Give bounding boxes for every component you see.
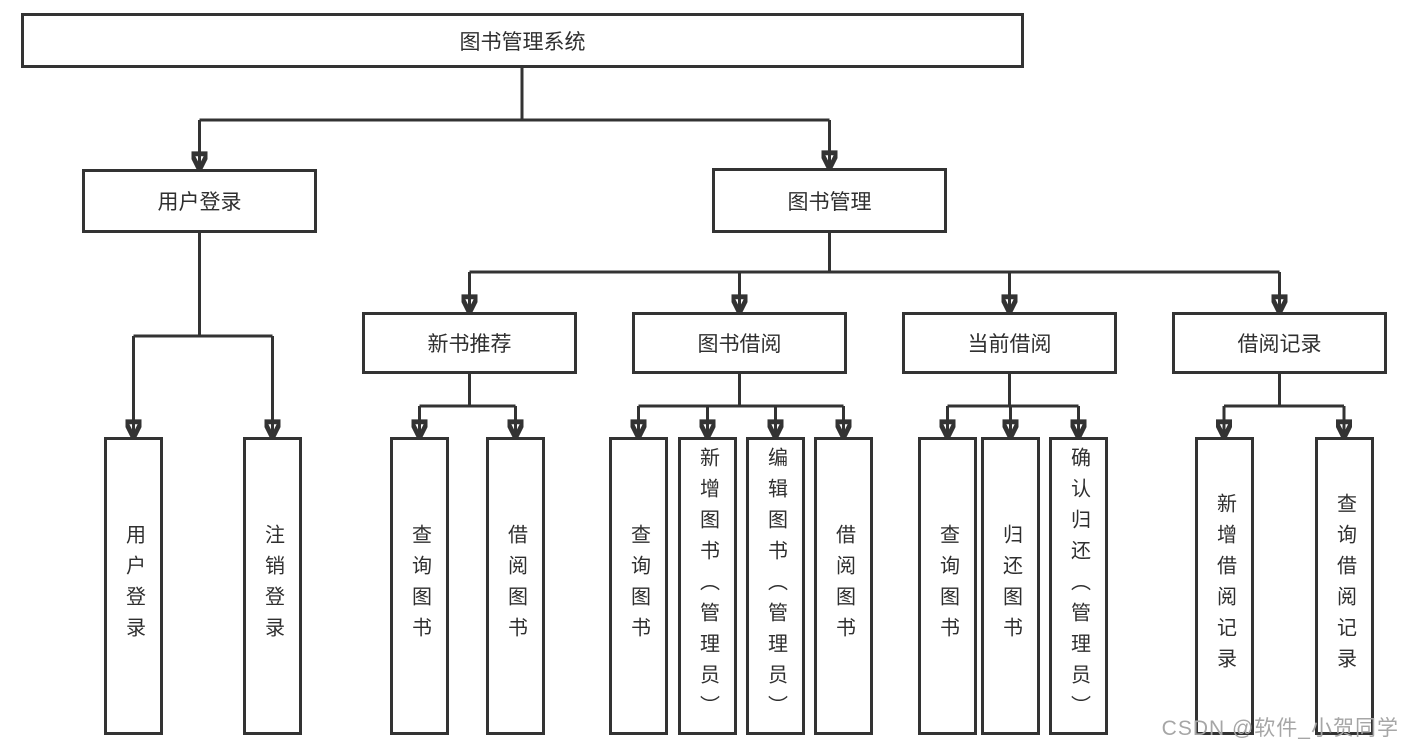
leaf-query-books-2-label: 查询图书 <box>627 524 650 648</box>
node-borrow-records: 借阅记录 <box>1172 312 1387 374</box>
leaf-query-books-3: 查询图书 <box>918 437 977 735</box>
leaf-borrow-books-2-label: 借阅图书 <box>832 524 855 648</box>
node-borrow-records-label: 借阅记录 <box>1237 333 1322 356</box>
node-book-borrow-label: 图书借阅 <box>697 333 782 356</box>
leaf-return-book-label: 归还图书 <box>999 524 1022 648</box>
leaf-borrow-books-2: 借阅图书 <box>814 437 873 735</box>
edge-book-management-trunk <box>469 233 1280 274</box>
leaf-query-books-3-label: 查询图书 <box>936 524 959 648</box>
node-new-book-recommend-label: 新书推荐 <box>427 333 512 356</box>
leaf-edit-book-admin-label: 编辑图书（管理员） <box>764 446 787 726</box>
leaf-borrow-books-1: 借阅图书 <box>486 437 545 735</box>
edge-user-login-trunk <box>133 233 273 338</box>
edge-new-book-trunk <box>419 374 516 408</box>
edge-current-borrow-trunk <box>947 374 1079 408</box>
leaf-query-books-1: 查询图书 <box>390 437 449 735</box>
node-book-borrow: 图书借阅 <box>632 312 847 374</box>
leaf-logout-label: 注销登录 <box>261 524 284 648</box>
leaf-logout: 注销登录 <box>243 437 302 735</box>
leaf-user-login: 用户登录 <box>104 437 163 735</box>
node-book-management: 图书管理 <box>712 168 947 233</box>
node-current-borrow-label: 当前借阅 <box>967 333 1052 356</box>
leaf-add-book-admin-label: 新增图书（管理员） <box>696 446 719 726</box>
leaf-query-borrow-record-label: 查询借阅记录 <box>1333 493 1356 679</box>
node-root-label: 图书管理系统 <box>459 30 586 54</box>
leaf-query-books-1-label: 查询图书 <box>408 524 431 648</box>
node-user-login: 用户登录 <box>82 169 317 233</box>
leaf-add-borrow-record-label: 新增借阅记录 <box>1213 493 1236 679</box>
leaf-user-login-label: 用户登录 <box>122 524 145 648</box>
leaf-confirm-return-admin-label: 确认归还（管理员） <box>1067 446 1090 726</box>
leaf-add-borrow-record: 新增借阅记录 <box>1195 437 1254 735</box>
node-book-management-label: 图书管理 <box>787 190 872 214</box>
node-root-system: 图书管理系统 <box>21 13 1024 68</box>
leaf-edit-book-admin: 编辑图书（管理员） <box>746 437 805 735</box>
edge-root-trunk <box>199 68 830 122</box>
leaf-borrow-books-1-label: 借阅图书 <box>504 524 527 648</box>
leaf-confirm-return-admin: 确认归还（管理员） <box>1049 437 1108 735</box>
leaf-query-books-2: 查询图书 <box>609 437 668 735</box>
node-current-borrow: 当前借阅 <box>902 312 1117 374</box>
node-new-book-recommend: 新书推荐 <box>362 312 577 374</box>
leaf-add-book-admin: 新增图书（管理员） <box>678 437 737 735</box>
csdn-watermark: CSDN @软件_小贺同学 <box>1161 717 1399 740</box>
edge-book-borrow-trunk <box>638 374 844 408</box>
leaf-query-borrow-record: 查询借阅记录 <box>1315 437 1374 735</box>
edge-borrow-records-trunk <box>1224 374 1344 408</box>
leaf-return-book: 归还图书 <box>981 437 1040 735</box>
node-user-login-label: 用户登录 <box>157 191 242 214</box>
